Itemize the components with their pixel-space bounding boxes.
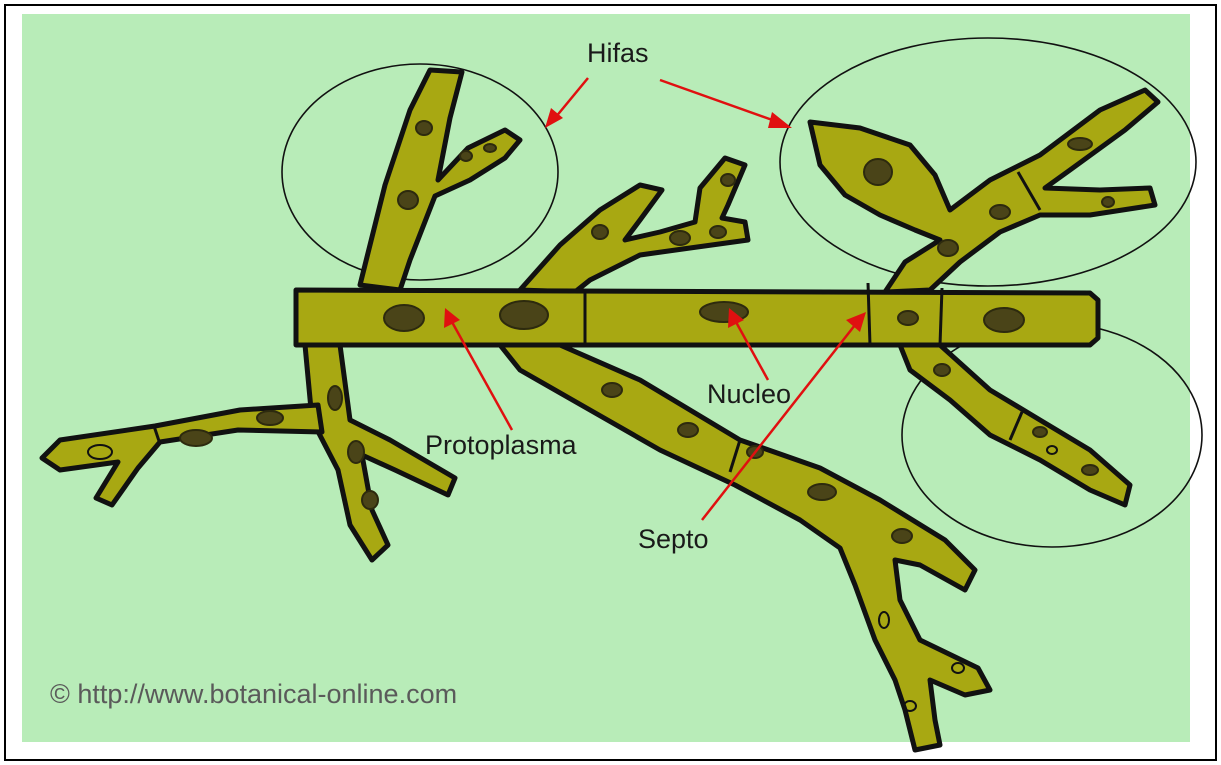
label-protoplasma: Protoplasma — [425, 430, 578, 460]
nucleus — [984, 308, 1024, 332]
hypha-branch-lower-right — [900, 345, 1130, 505]
nucleus — [898, 311, 918, 325]
hypha-main-trunk — [296, 283, 1098, 345]
nucleus — [500, 301, 548, 329]
nucleus — [384, 305, 424, 331]
label-nucleo: Nucleo — [707, 379, 791, 409]
hypha-branch-upper-left — [360, 70, 520, 290]
hypha-branch-upper-middle — [520, 158, 748, 292]
copyright-notice: © http://www.botanical-online.com — [50, 679, 457, 709]
label-septo: Septo — [638, 524, 709, 554]
hypha-branch-lower-left — [42, 345, 455, 560]
label-hifas: Hifas — [587, 38, 649, 68]
hypha-branch-upper-right — [810, 90, 1158, 292]
